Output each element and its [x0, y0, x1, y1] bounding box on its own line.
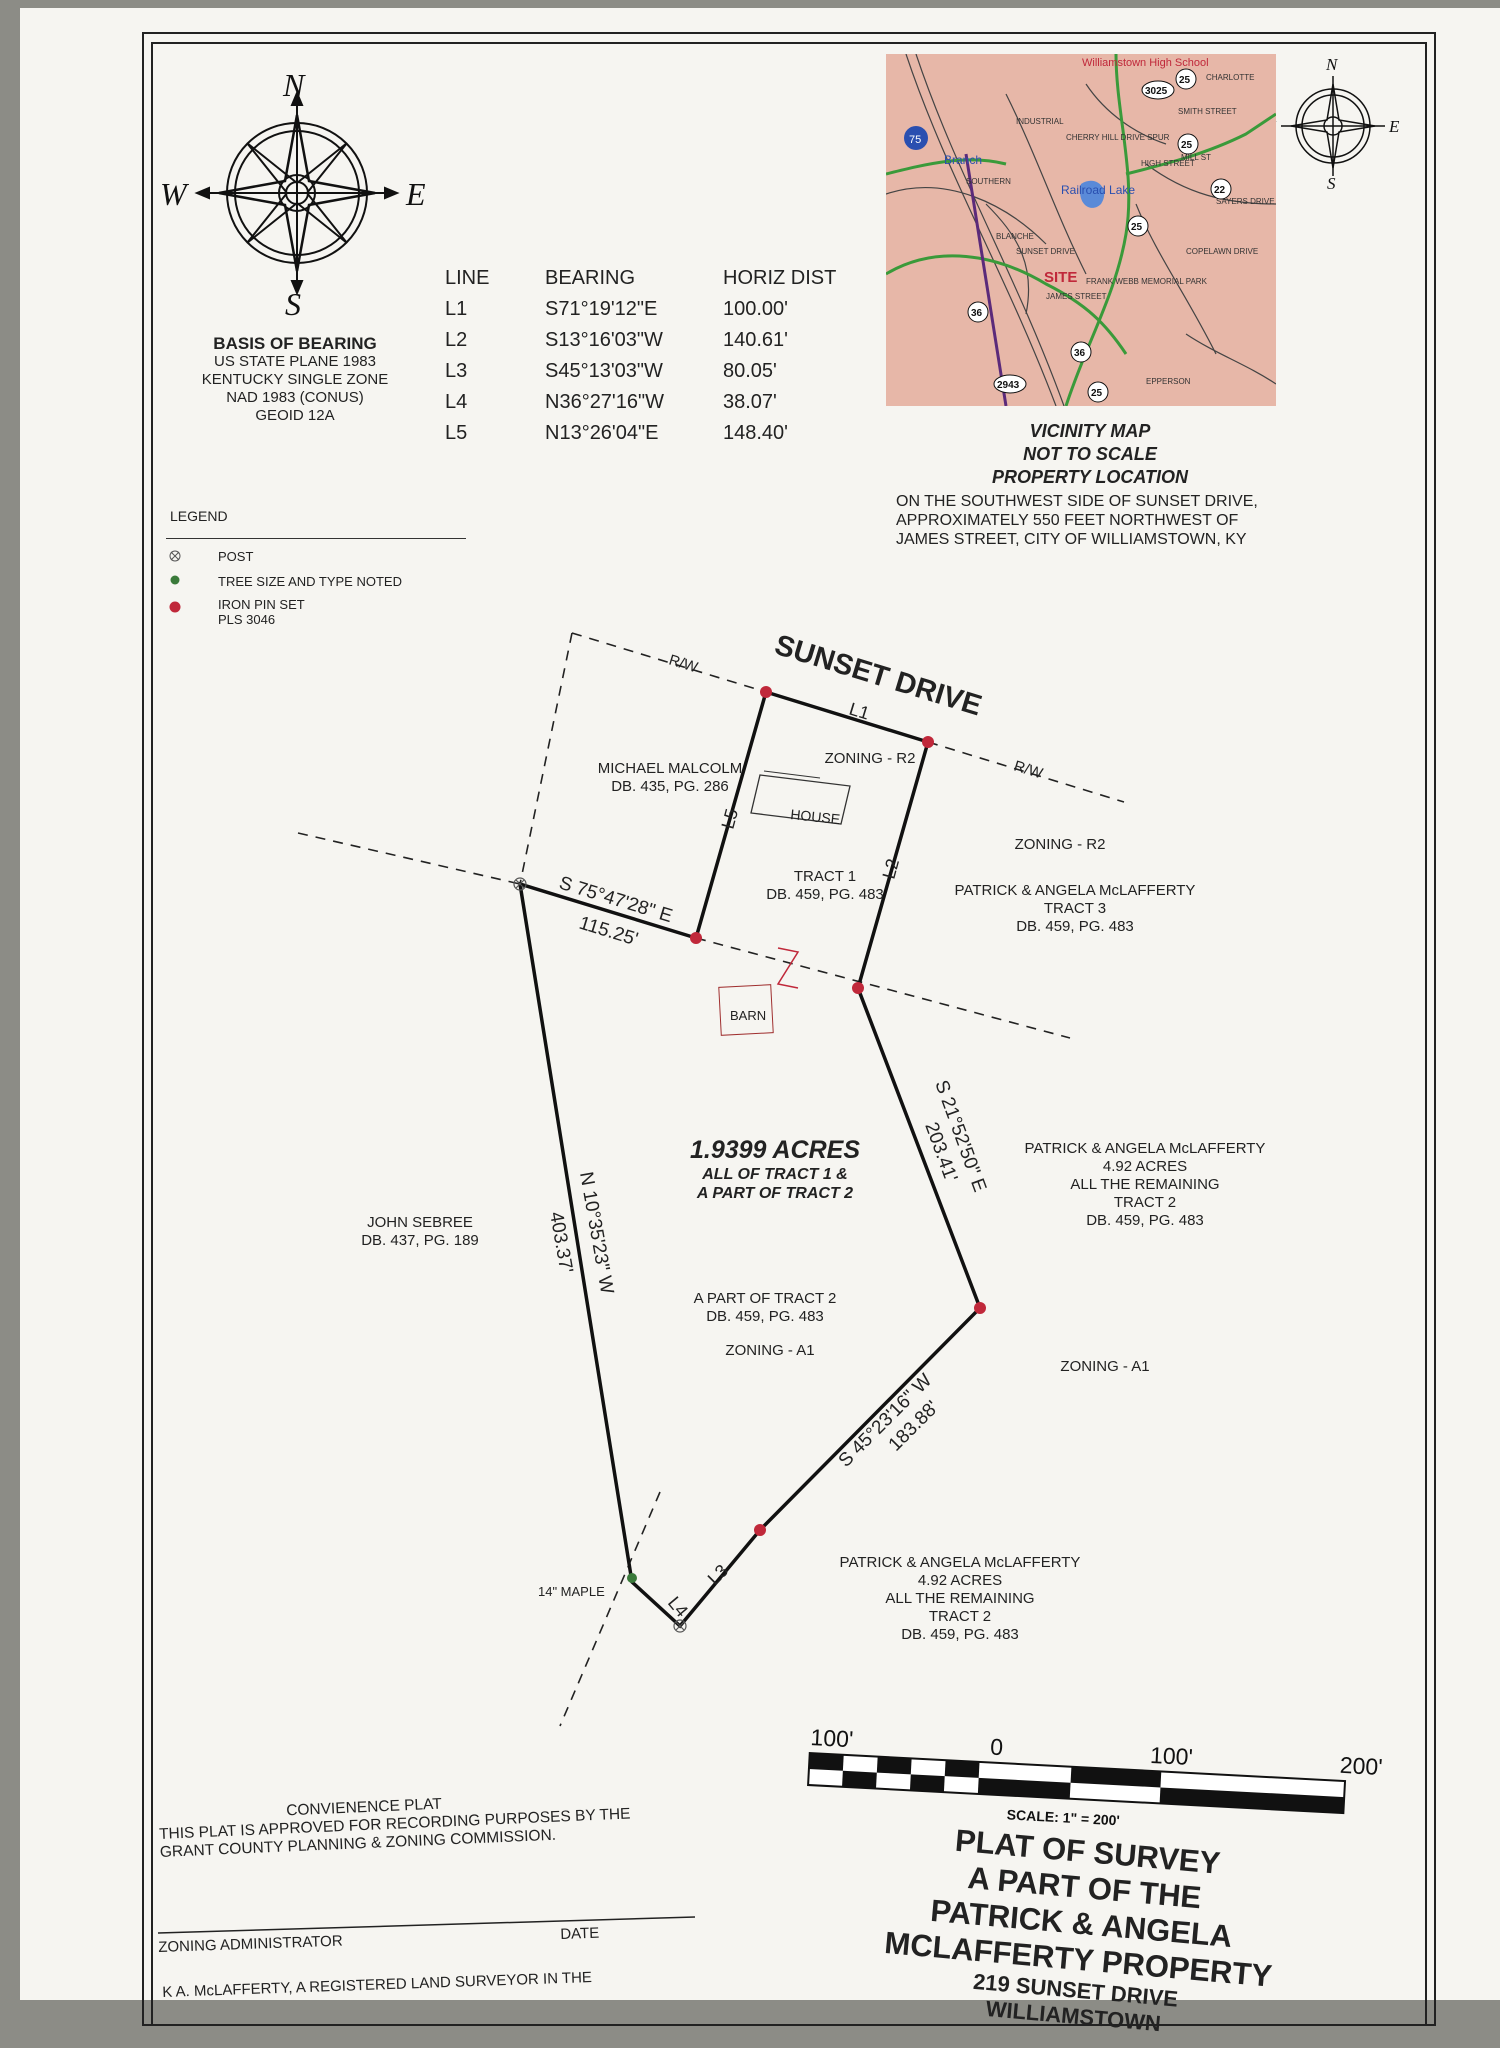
road-label: SUNSET DRIVE	[771, 629, 985, 722]
svg-text:L3: L3	[704, 1561, 732, 1589]
svg-text:0: 0	[990, 1734, 1004, 1761]
tree-icon	[170, 575, 180, 585]
svg-text:403.37': 403.37'	[545, 1210, 576, 1274]
svg-text:COPELAWN DRIVE: COPELAWN DRIVE	[1186, 247, 1258, 256]
basis-line: US STATE PLANE 1983	[213, 353, 376, 370]
compass-s: S	[285, 286, 301, 318]
svg-text:INDUSTRIAL: INDUSTRIAL	[1016, 117, 1064, 126]
svg-text:BARN: BARN	[730, 1008, 766, 1023]
barn-outline	[718, 984, 774, 1036]
svg-text:SITE: SITE	[1044, 269, 1077, 286]
svg-text:2943: 2943	[997, 380, 1020, 391]
basis-line: KENTUCKY SINGLE ZONE	[201, 371, 389, 388]
svg-text:E: E	[1388, 117, 1400, 136]
acreage-label: 1.9399 ACRES ALL OF TRACT 1 & A PART OF …	[690, 1136, 860, 1202]
basis-line: GEOID 12A	[255, 407, 335, 424]
svg-text:200': 200'	[1339, 1752, 1383, 1780]
zoning-a1-east: ZONING - A1	[1060, 1358, 1150, 1375]
svg-text:25: 25	[1091, 388, 1103, 399]
vicinity-map-title: VICINITY MAP NOT TO SCALE PROPERTY LOCAT…	[991, 421, 1189, 487]
svg-text:SCALE: 1" = 200': SCALE: 1" = 200'	[1006, 1806, 1120, 1828]
svg-text:FRANK WEBB MEMORIAL PARK: FRANK WEBB MEMORIAL PARK	[1086, 277, 1208, 286]
legend-title: LEGEND	[170, 508, 228, 524]
signature-line	[157, 1916, 696, 1934]
house-outline	[750, 770, 851, 825]
post-icon	[169, 550, 181, 562]
svg-text:36: 36	[971, 308, 983, 319]
svg-text:100': 100'	[1149, 1742, 1193, 1770]
zoning-r2-tract1: ZONING - R2	[824, 750, 916, 767]
legend-post: POST	[218, 549, 254, 564]
compass-rose-icon: N S W E	[160, 68, 426, 318]
svg-text:N: N	[1325, 56, 1339, 74]
svg-text:22: 22	[1214, 185, 1226, 196]
legend-tree: TREE SIZE AND TYPE NOTED	[218, 574, 402, 589]
svg-text:BLANCHE: BLANCHE	[996, 232, 1034, 241]
svg-text:SOUTHERN: SOUTHERN	[966, 177, 1011, 186]
property-location-description: ON THE SOUTHWEST SIDE OF SUNSET DRIVE, A…	[896, 493, 1258, 548]
svg-text:SAYERS DRIVE: SAYERS DRIVE	[1216, 197, 1275, 206]
svg-text:CHERRY HILL DRIVE SPUR: CHERRY HILL DRIVE SPUR	[1066, 133, 1170, 142]
svg-text:25: 25	[1179, 75, 1191, 86]
compass-n: N	[282, 68, 306, 103]
zigzag-break-icon	[776, 947, 800, 989]
svg-text:S: S	[1327, 174, 1336, 191]
svg-text:JAMES STREET: JAMES STREET	[1046, 292, 1107, 301]
svg-text:75: 75	[909, 134, 921, 146]
svg-text:3025: 3025	[1145, 86, 1168, 97]
svg-text:R/W: R/W	[667, 652, 701, 677]
svg-text:R/W: R/W	[1012, 758, 1046, 783]
svg-text:SMITH STREET: SMITH STREET	[1178, 107, 1237, 116]
svg-text:25: 25	[1181, 140, 1193, 151]
svg-text:L5: L5	[718, 807, 743, 832]
svg-text:HIGH STREET: HIGH STREET	[1141, 159, 1195, 168]
legend-divider	[166, 538, 466, 539]
zoning-r2-tract3: ZONING - R2	[1014, 836, 1106, 853]
plat-sheet: N S W E N S W E BASIS OF BEARING US STAT…	[20, 8, 1500, 2036]
maple-label: 14" MAPLE	[538, 1584, 605, 1599]
basis-line: NAD 1983 (CONUS)	[226, 389, 364, 406]
maple-tree-icon	[627, 1573, 637, 1583]
svg-text:HOUSE: HOUSE	[790, 806, 841, 827]
scale-bar: 100' 0 100' 200' SCALE: 1" = 200'	[807, 1724, 1383, 1828]
plat-drawing: SUNSET DRIVE R/W R/W L1 L2 L5 L3 L4 S 75…	[297, 629, 1125, 1727]
vicinity-map-graphic: 75 Williamstown High School Railroad Lak…	[886, 54, 1276, 406]
iron-pins	[690, 686, 986, 1536]
date-label: DATE	[560, 1924, 600, 1943]
basis-title: BASIS OF BEARING	[213, 334, 377, 353]
compass-e: E	[405, 176, 426, 212]
svg-text:Railroad Lake: Railroad Lake	[1061, 183, 1135, 197]
svg-text:MILL ST: MILL ST	[1181, 153, 1211, 162]
svg-text:Branch: Branch	[944, 153, 982, 167]
svg-text:SUNSET DRIVE: SUNSET DRIVE	[1016, 247, 1075, 256]
zoning-a1-parcel: ZONING - A1	[725, 1342, 815, 1359]
plat-title-block: PLAT OF SURVEY A PART OF THE PATRICK & A…	[883, 1822, 1274, 2037]
table-header-row: LINE BEARING HORIZ DIST	[445, 267, 837, 289]
svg-text:36: 36	[1074, 348, 1086, 359]
iron-pin-icon	[169, 601, 181, 613]
compass-w: W	[160, 176, 190, 212]
svg-text:Williamstown High School: Williamstown High School	[1082, 57, 1209, 69]
basis-of-bearing: BASIS OF BEARING US STATE PLANE 1983 KEN…	[170, 335, 420, 425]
svg-text:100': 100'	[810, 1724, 854, 1752]
legend-iron-pin: IRON PIN SET PLS 3046	[218, 597, 305, 627]
svg-text:CHARLOTTE: CHARLOTTE	[1206, 73, 1254, 82]
vicinity-map: 75 Williamstown High School Railroad Lak…	[886, 54, 1276, 406]
svg-text:25: 25	[1131, 222, 1143, 233]
post-markers	[513, 877, 687, 1633]
svg-text:EPPERSON: EPPERSON	[1146, 377, 1191, 386]
